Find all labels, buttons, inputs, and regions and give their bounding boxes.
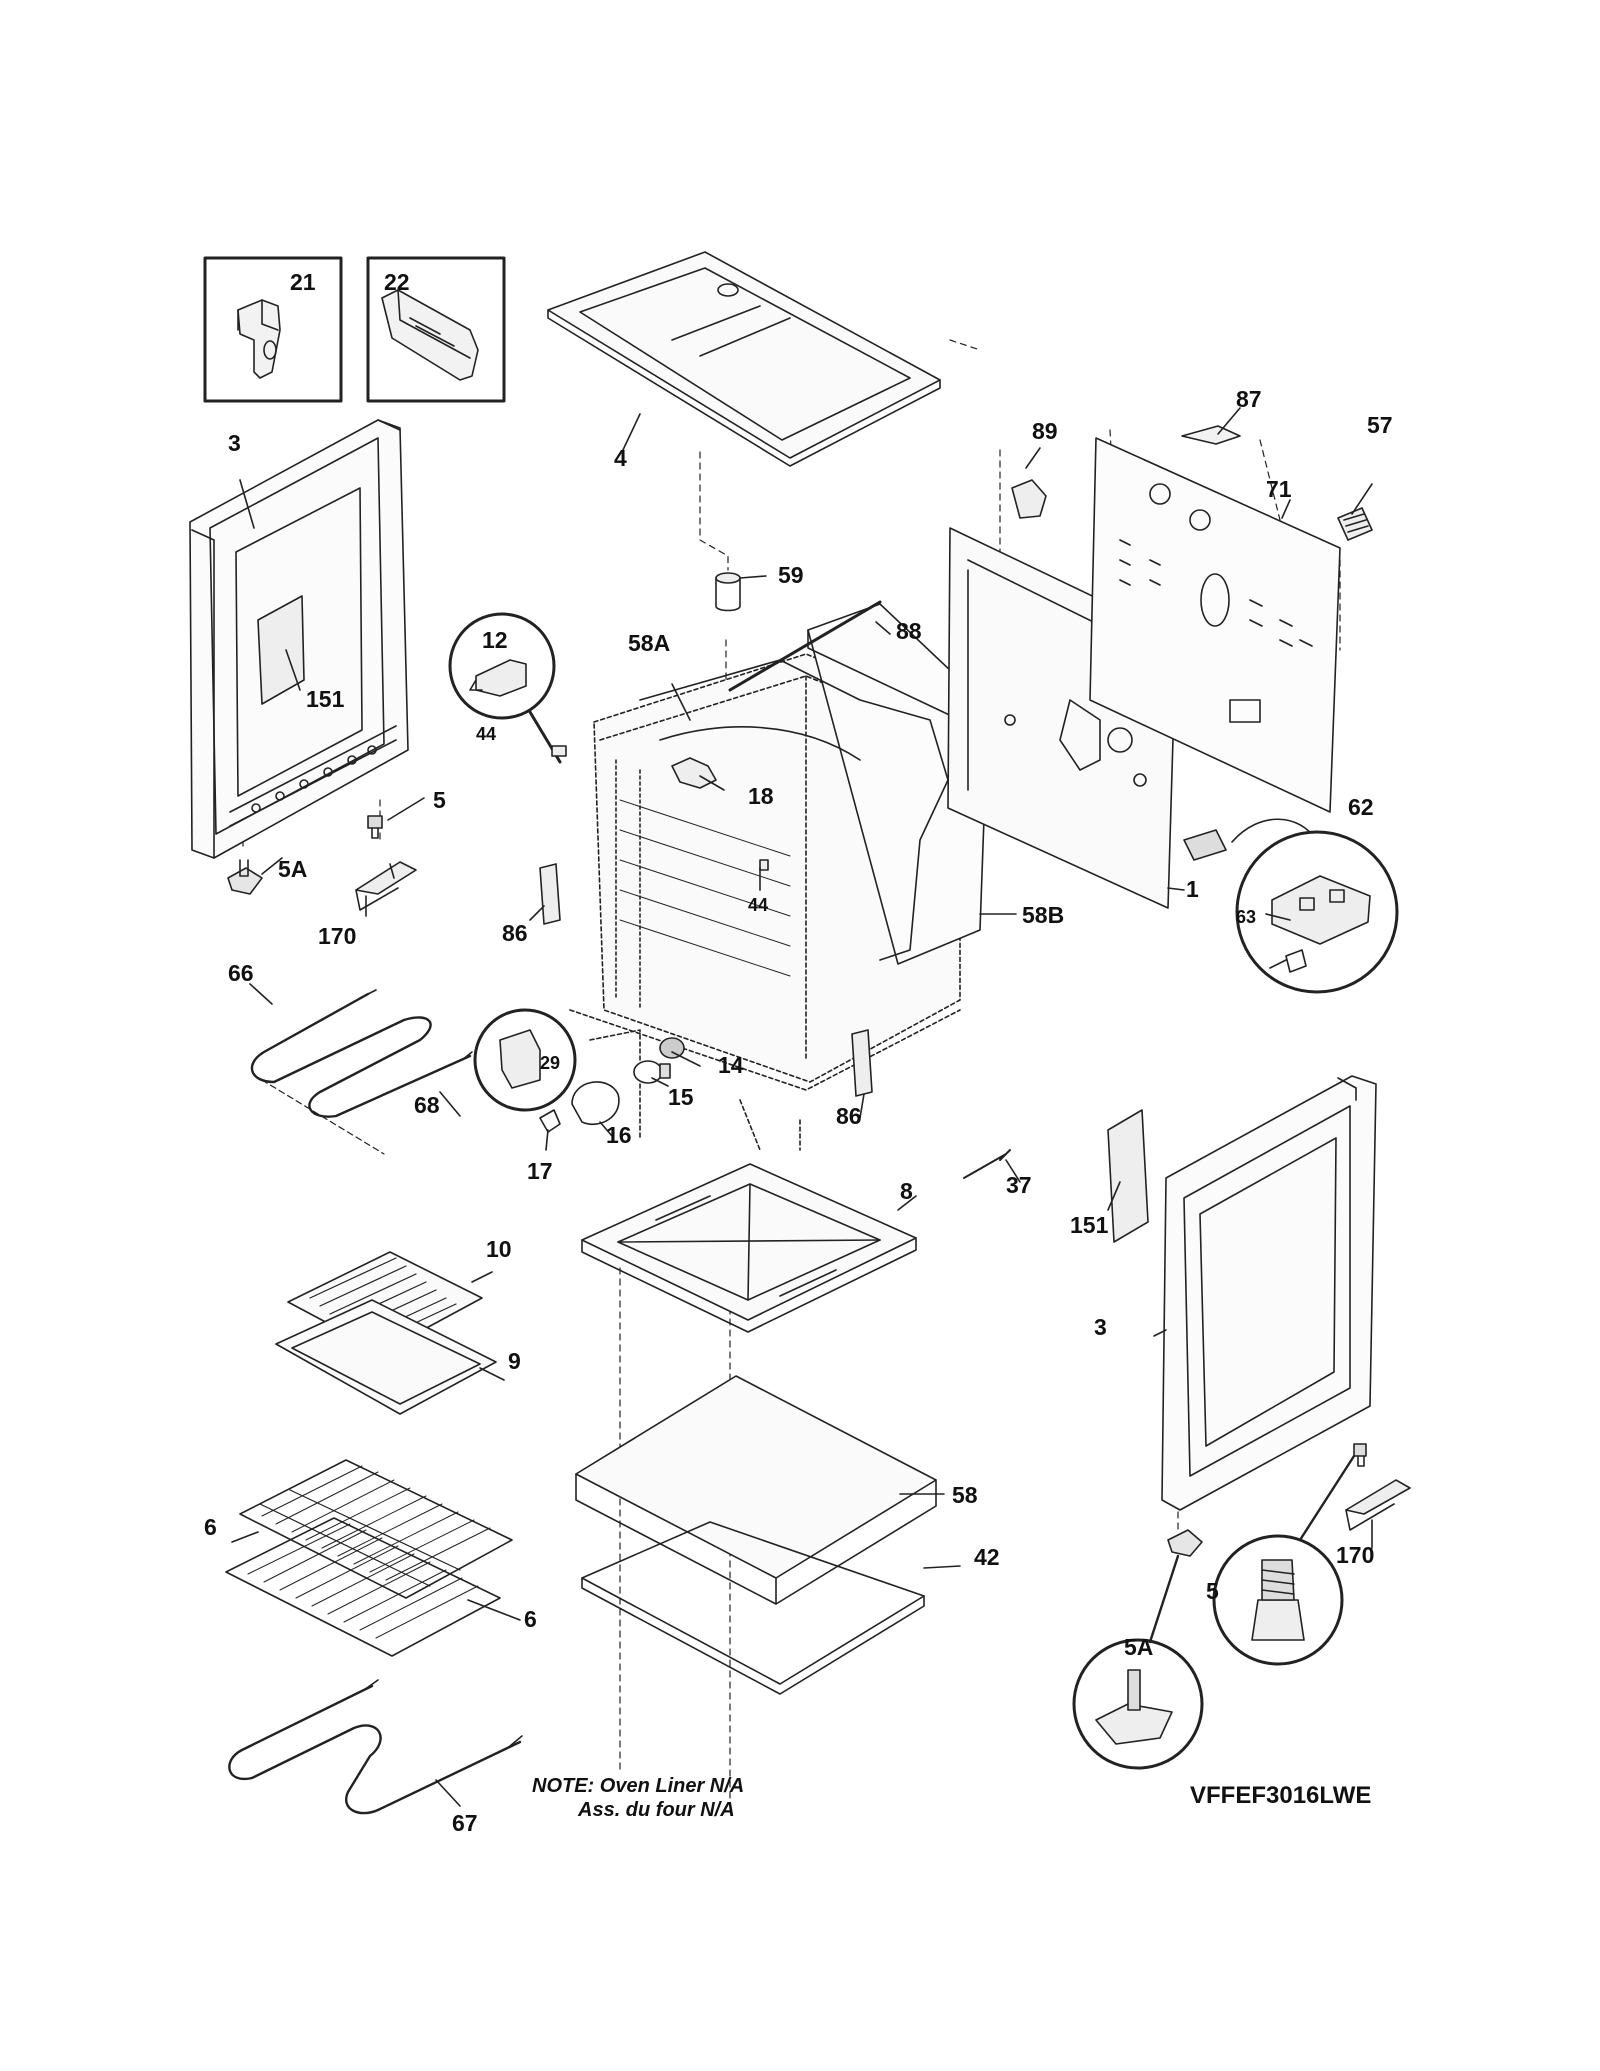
small-screw-44 xyxy=(552,746,768,870)
label-8: 8 xyxy=(900,1178,913,1204)
label-1: 1 xyxy=(1186,876,1199,902)
leader-lines xyxy=(232,408,1372,1806)
bracket-170-left xyxy=(356,862,416,910)
detail-circle-62 xyxy=(1237,832,1397,992)
bottom-panel-8 xyxy=(582,1164,916,1332)
wire-88 xyxy=(730,602,880,690)
oven-rack-upper xyxy=(240,1460,512,1598)
sensor-86-left xyxy=(540,864,560,924)
bake-element-67 xyxy=(229,1680,522,1813)
model-number: VFFEF3016LWE xyxy=(1190,1782,1372,1809)
detail-circle-29 xyxy=(475,1010,575,1110)
label-57: 57 xyxy=(1367,412,1393,438)
label-59: 59 xyxy=(778,562,804,588)
part-37 xyxy=(964,1150,1010,1178)
label-62: 62 xyxy=(1348,794,1374,820)
right-side-panel xyxy=(1162,1076,1376,1510)
detail-circle-5 xyxy=(1214,1456,1354,1664)
part-89 xyxy=(1012,480,1046,518)
label-5-left: 5 xyxy=(433,787,446,813)
label-5a-right: 5A xyxy=(1124,1634,1154,1660)
note-line-2: Ass. du four N/A xyxy=(578,1799,735,1821)
label-29: 29 xyxy=(540,1053,561,1073)
clip-18 xyxy=(672,758,716,788)
label-9: 9 xyxy=(508,1348,521,1374)
label-42: 42 xyxy=(974,1544,1000,1570)
label-68: 68 xyxy=(414,1092,440,1118)
detail-circle-5a xyxy=(1074,1556,1202,1768)
bracket-170-right xyxy=(1346,1480,1410,1530)
label-58b: 58B xyxy=(1022,902,1065,928)
label-63: 63 xyxy=(1236,907,1257,927)
label-3-left: 3 xyxy=(228,430,241,456)
lamp-socket-14 xyxy=(660,1038,684,1058)
sensor-86-right xyxy=(852,1030,872,1096)
terminal-block-small xyxy=(1184,830,1226,860)
bracket-5a-right xyxy=(1168,1530,1202,1556)
label-12: 12 xyxy=(482,627,508,653)
label-6-b: 6 xyxy=(524,1606,537,1632)
label-22: 22 xyxy=(384,269,410,295)
label-21: 21 xyxy=(290,269,316,295)
label-5a-left: 5A xyxy=(278,856,308,882)
label-44-b: 44 xyxy=(748,895,769,915)
bracket-5a-left xyxy=(228,860,262,894)
label-58: 58 xyxy=(952,1482,978,1508)
label-66: 66 xyxy=(228,960,254,986)
label-170-right: 170 xyxy=(1336,1542,1375,1568)
insulation-58 xyxy=(576,1376,936,1604)
label-58a: 58A xyxy=(628,630,671,656)
spacer-59 xyxy=(716,573,740,611)
inset-box-22 xyxy=(368,258,504,401)
label-170-left: 170 xyxy=(318,923,357,949)
lamp-bulb-15 xyxy=(634,1061,670,1083)
part-87 xyxy=(1182,426,1240,444)
label-17: 17 xyxy=(527,1158,553,1184)
label-14: 14 xyxy=(718,1052,744,1078)
leveler-left xyxy=(368,816,382,838)
label-67: 67 xyxy=(452,1810,478,1836)
back-panel-71 xyxy=(1090,438,1340,812)
left-side-panel xyxy=(190,420,408,858)
label-151-left: 151 xyxy=(306,686,345,712)
inset-box-21 xyxy=(205,258,341,401)
label-16: 16 xyxy=(606,1122,632,1148)
label-44-a: 44 xyxy=(476,724,497,744)
label-88: 88 xyxy=(896,618,922,644)
lamp-cover-16 xyxy=(572,1082,619,1124)
label-151-right: 151 xyxy=(1070,1212,1109,1238)
label-89: 89 xyxy=(1032,418,1058,444)
label-71: 71 xyxy=(1266,476,1292,502)
label-87: 87 xyxy=(1236,386,1262,412)
broil-element-66 xyxy=(252,990,472,1117)
label-86-left: 86 xyxy=(502,920,528,946)
clip-17 xyxy=(540,1110,560,1132)
label-10: 10 xyxy=(486,1236,512,1262)
element-68-line xyxy=(262,1080,384,1154)
label-5-right: 5 xyxy=(1206,1578,1219,1604)
label-15: 15 xyxy=(668,1084,694,1110)
label-86-right: 86 xyxy=(836,1103,862,1129)
label-18: 18 xyxy=(748,783,774,809)
broiler-pan-9 xyxy=(276,1300,496,1414)
part-57 xyxy=(1338,508,1372,540)
leveler-right xyxy=(1354,1444,1366,1466)
label-4: 4 xyxy=(614,445,627,471)
note-line-1: NOTE: Oven Liner N/A xyxy=(532,1775,745,1797)
detail-circle-12 xyxy=(450,614,560,762)
bottom-tray-42 xyxy=(582,1522,924,1694)
top-panel-part xyxy=(548,252,940,466)
oven-rack-lower xyxy=(226,1518,500,1656)
label-6-a: 6 xyxy=(204,1514,217,1540)
bracket-151-right xyxy=(1108,1110,1148,1242)
label-37: 37 xyxy=(1006,1172,1032,1198)
label-3-right: 3 xyxy=(1094,1314,1107,1340)
